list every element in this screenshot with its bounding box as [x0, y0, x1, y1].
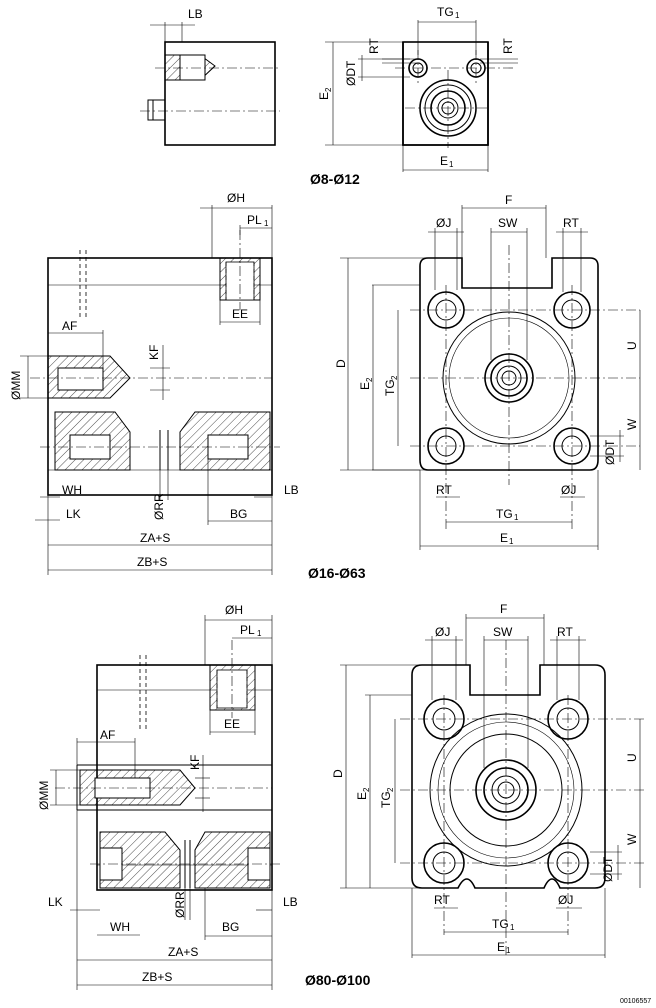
large-side-view: ØH PL 1 EE AF KF ØMM ØRR LK LB [37, 603, 298, 990]
large-dt-label: ØDT [601, 856, 615, 882]
caption-medium: Ø16-Ø63 [308, 565, 366, 581]
svg-text:1: 1 [264, 219, 269, 228]
caption-small: Ø8-Ø12 [310, 171, 360, 187]
large-d-label: D [331, 769, 345, 778]
medium-rt-bottom-label: RT [436, 483, 452, 497]
medium-w-label: W [625, 418, 639, 430]
medium-tg2-label: TG [383, 379, 397, 396]
large-tg2-label: TG [379, 791, 393, 808]
svg-text:2: 2 [365, 377, 374, 382]
medium-u-label: U [625, 341, 639, 350]
large-f-label: F [500, 602, 507, 616]
medium-j-label: ØJ [436, 216, 451, 230]
large-e1-label: E [497, 940, 505, 954]
small-e2-label: E [317, 92, 331, 100]
large-front-view: F ØJ SW RT D E 2 TG 2 U W [331, 602, 645, 958]
medium-pl1-label: PL [247, 213, 262, 227]
svg-text:1: 1 [510, 923, 515, 932]
caption-large: Ø80-Ø100 [305, 972, 371, 988]
medium-zb-label: ZB+S [137, 555, 167, 569]
svg-text:2: 2 [386, 787, 395, 792]
medium-e2-label: E [358, 382, 372, 390]
large-wh-label: WH [110, 920, 130, 934]
small-e1-label: E [440, 154, 448, 168]
svg-text:2: 2 [390, 375, 399, 380]
small-rt-right-label: RT [501, 38, 515, 54]
svg-text:1: 1 [506, 946, 511, 955]
svg-text:1: 1 [449, 160, 454, 169]
large-tg1-label: TG [492, 917, 509, 931]
large-u-label: U [625, 753, 639, 762]
medium-h-label: ØH [227, 191, 245, 205]
large-bg-label: BG [222, 920, 239, 934]
svg-text:1: 1 [455, 11, 460, 20]
medium-mm-label: ØMM [9, 371, 23, 400]
medium-ee-label: EE [232, 307, 248, 321]
medium-rt-top-label: RT [563, 216, 579, 230]
large-za-label: ZA+S [168, 945, 198, 959]
small-lb-label: LB [188, 7, 203, 21]
small-dt-label: ØDT [344, 60, 358, 86]
large-rt-bottom-label: RT [434, 893, 450, 907]
medium-af-label: AF [62, 319, 77, 333]
medium-side-view: ØH PL 1 EE AF KF ØMM ØRR WH LB [9, 191, 299, 575]
drawing-code: 00106557 [620, 998, 651, 1005]
large-lk-label: LK [48, 895, 63, 909]
medium-wh-label: WH [62, 483, 82, 497]
large-pl1-label: PL [240, 623, 255, 637]
large-rt-top-label: RT [557, 625, 573, 639]
svg-text:2: 2 [362, 787, 371, 792]
medium-front-view: F ØJ SW RT D E 2 TG 2 U W [334, 193, 641, 550]
small-front-view: TG 1 RT RT ØDT E 2 E 1 [317, 5, 518, 172]
medium-za-label: ZA+S [140, 531, 170, 545]
svg-text:1: 1 [257, 629, 262, 638]
small-tg1-label: TG [437, 5, 454, 19]
large-af-label: AF [100, 728, 115, 742]
large-rr-label: ØRR [173, 891, 187, 918]
medium-j-bottom-label: ØJ [561, 483, 576, 497]
medium-tg1-label: TG [496, 507, 513, 521]
large-lb-label: LB [283, 895, 298, 909]
large-e2-label: E [355, 792, 369, 800]
medium-f-label: F [505, 193, 512, 207]
large-w-label: W [625, 833, 639, 845]
medium-kf-label: KF [147, 345, 161, 360]
medium-bg-label: BG [230, 507, 247, 521]
medium-lk-label: LK [66, 507, 81, 521]
large-zb-label: ZB+S [142, 970, 172, 984]
medium-d-label: D [334, 359, 348, 368]
svg-text:1: 1 [509, 537, 514, 546]
small-rt-left-label: RT [367, 38, 381, 54]
medium-dt-label: ØDT [603, 439, 617, 465]
medium-e1-label: E [500, 531, 508, 545]
svg-text:2: 2 [324, 87, 333, 92]
large-mm-label: ØMM [37, 781, 51, 810]
medium-lb-label: LB [284, 483, 299, 497]
large-h-label: ØH [225, 603, 243, 617]
large-j-bottom-label: ØJ [558, 893, 573, 907]
large-kf-label: KF [188, 755, 202, 770]
large-sw-label: SW [493, 625, 513, 639]
small-side-view: LB [140, 7, 280, 146]
large-j-label: ØJ [435, 625, 450, 639]
svg-text:1: 1 [514, 513, 519, 522]
large-ee-label: EE [224, 717, 240, 731]
medium-sw-label: SW [498, 216, 518, 230]
medium-rr-label: ØRR [152, 493, 166, 520]
